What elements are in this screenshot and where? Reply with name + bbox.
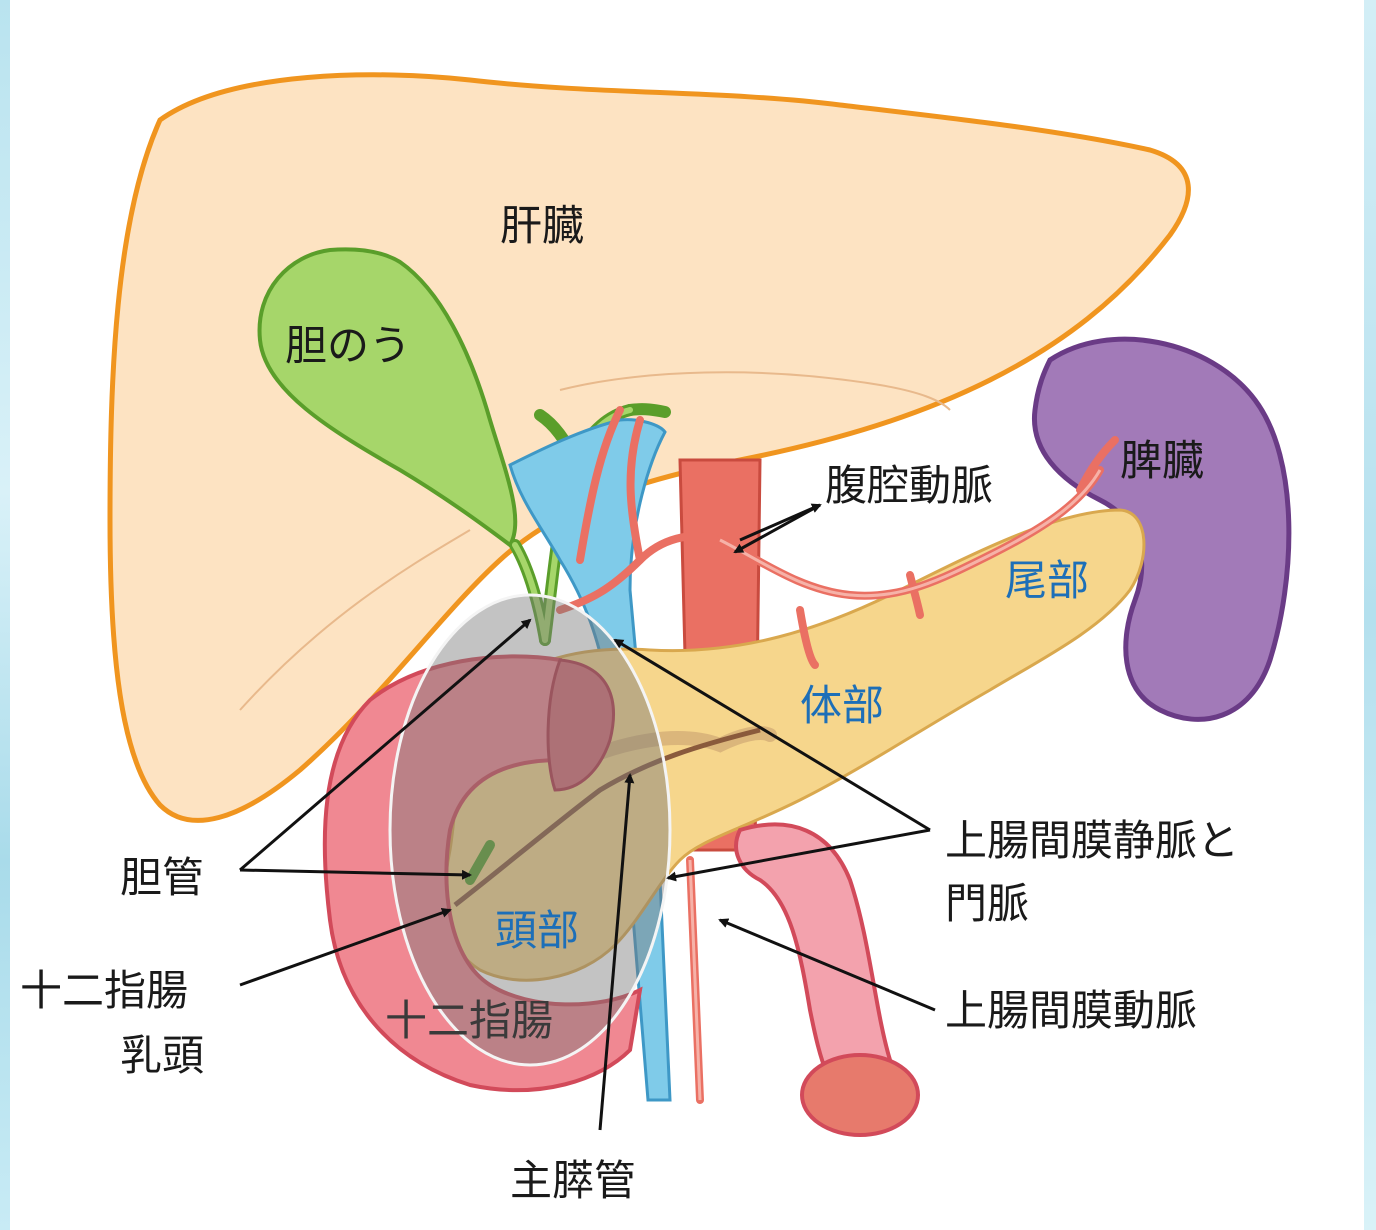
label-head: 頭部 xyxy=(495,906,579,955)
head-highlight-ellipse xyxy=(390,595,670,1065)
label-celiac-artery: 腹腔動脈 xyxy=(825,461,993,510)
label-smv-line2: 門脈 xyxy=(945,879,1029,928)
label-smv-line1: 上腸間膜静脈と xyxy=(945,816,1239,865)
label-liver: 肝臓 xyxy=(500,201,584,250)
label-gallbladder: 胆のう xyxy=(285,321,411,370)
label-main-pancreatic-duct: 主膵管 xyxy=(510,1156,636,1205)
label-bile-duct: 胆管 xyxy=(120,853,204,902)
label-spleen: 脾臓 xyxy=(1120,436,1204,485)
label-tail: 尾部 xyxy=(1005,556,1089,605)
jejunum-opening xyxy=(802,1055,918,1135)
label-papilla-line2: 乳頭 xyxy=(120,1031,204,1080)
label-papilla-line1: 十二指腸 xyxy=(20,966,188,1015)
label-sma: 上腸間膜動脈 xyxy=(945,986,1197,1035)
label-duodenum: 十二指腸 xyxy=(385,996,553,1045)
label-body: 体部 xyxy=(800,681,884,730)
